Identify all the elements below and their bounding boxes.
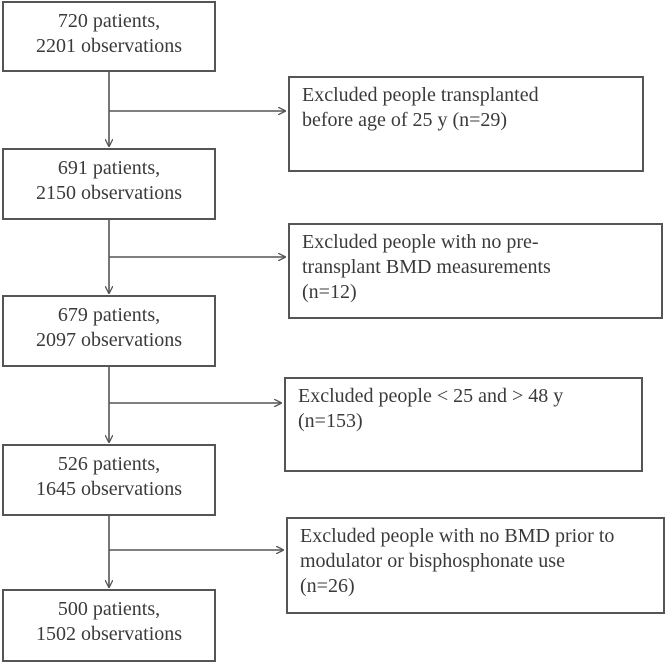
exclusion-text: modulator or bisphosphonate use [300,550,565,572]
exclusion-text: (n=153) [298,410,363,432]
step-observations: 1645 observations [35,478,183,500]
exclusion-box-1: Excluded people transplanted before age … [288,76,644,172]
step-box-4: 526 patients, 1645 observations [2,444,216,516]
step-observations: 2201 observations [35,35,183,57]
step-patients: 691 patients, [57,157,161,179]
step-box-1: 720 patients, 2201 observations [2,1,216,72]
step-observations: 2097 observations [35,329,183,351]
step-box-5: 500 patients, 1502 observations [2,589,216,662]
step-box-3: 679 patients, 2097 observations [2,295,216,367]
exclusion-text: Excluded people with no BMD prior to [300,525,615,547]
exclusion-text: Excluded people transplanted [302,84,539,106]
exclusion-box-4: Excluded people with no BMD prior to mod… [286,517,665,614]
exclusion-text: (n=12) [302,281,357,303]
exclusion-text: Excluded people < 25 and > 48 y [298,385,564,407]
step-patients: 720 patients, [57,10,161,32]
exclusion-text: Excluded people with no pre- [302,231,539,253]
step-patients: 500 patients, [57,598,161,620]
exclusion-text: (n=26) [300,575,355,597]
step-patients: 679 patients, [57,304,161,326]
step-box-2: 691 patients, 2150 observations [2,148,216,220]
exclusion-box-3: Excluded people < 25 and > 48 y (n=153) [284,377,643,472]
step-patients: 526 patients, [57,453,161,475]
exclusion-text: before age of 25 y (n=29) [302,109,508,131]
exclusion-text: transplant BMD measurements [302,256,551,278]
exclusion-box-2: Excluded people with no pre- transplant … [288,223,663,319]
step-observations: 2150 observations [35,182,183,204]
step-observations: 1502 observations [35,623,183,645]
